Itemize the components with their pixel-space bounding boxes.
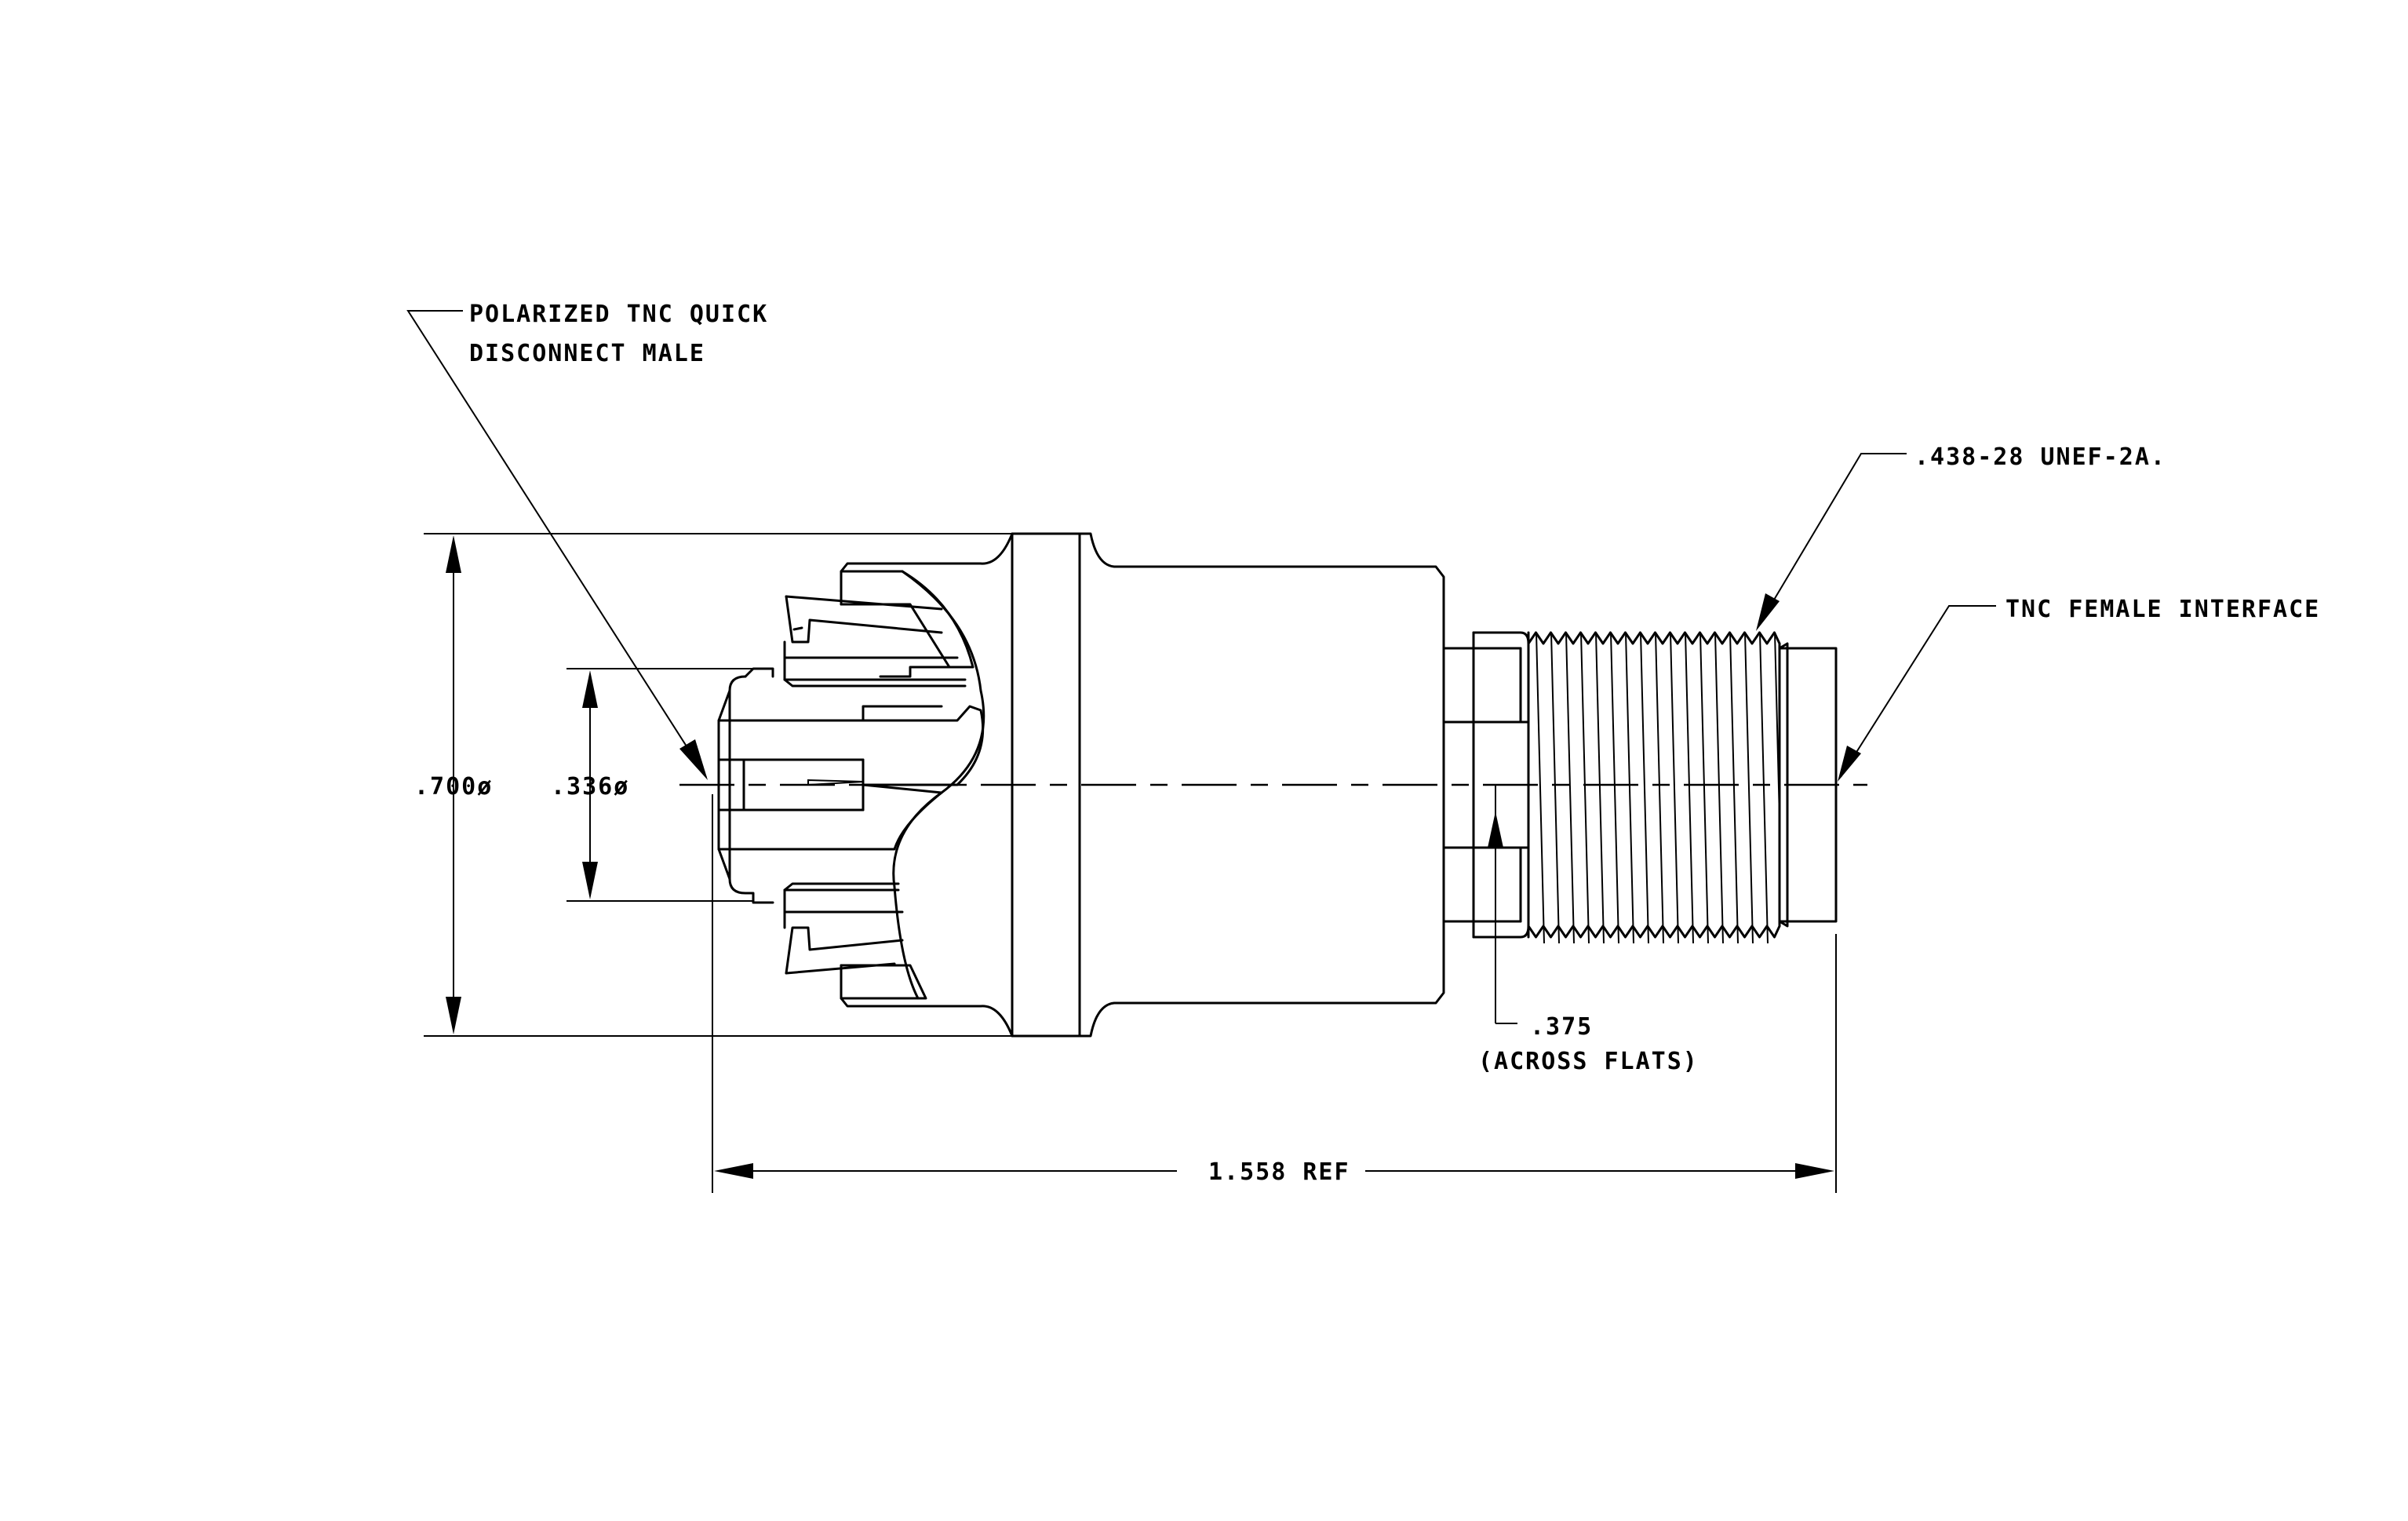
flange [1011, 532, 1081, 1038]
nut-hatch-lower [840, 964, 927, 1000]
callout-female-leader [1838, 605, 1996, 782]
callout-thread-label: .438-28 UNEF-2A. [1914, 443, 2166, 471]
callout-male-leader [406, 310, 708, 780]
coupling-nut-outline [840, 532, 1014, 606]
nut-hatch-upper [840, 570, 974, 669]
dim-inner-diameter [582, 670, 598, 899]
dim-overall-length [714, 1163, 1834, 1179]
dim-across-flats-note: (ACROSS FLATS) [1478, 1048, 1699, 1075]
center-contact [742, 758, 865, 812]
dim-outer-diameter-label: .700ø [414, 773, 493, 801]
dim-outer-diameter [446, 535, 461, 1034]
dim-across-flats-value: .375 [1530, 1013, 1593, 1041]
spring-fingers-upper [783, 595, 967, 688]
extension-lines [424, 533, 1837, 1193]
contact-hatch-lower [717, 783, 943, 851]
inner-body-outline [728, 675, 774, 904]
callout-male-line1: POLARIZED TNC QUICK [469, 301, 768, 328]
main-body [1078, 532, 1445, 1038]
female-interface-end [1778, 647, 1838, 923]
spring-fingers-lower [783, 882, 904, 975]
callout-male-line2: DISCONNECT MALE [469, 340, 705, 367]
callout-thread-leader [1756, 453, 1907, 631]
callout-female-label: TNC FEMALE INTERFACE [2005, 596, 2320, 623]
dim-across-flats [1488, 812, 1503, 848]
dim-overall-length-label: 1.558 REF [1208, 1158, 1350, 1186]
thread-section [1527, 631, 1781, 943]
dim-inner-diameter-label: .336ø [551, 773, 629, 801]
contact-hatch-upper [717, 705, 985, 786]
